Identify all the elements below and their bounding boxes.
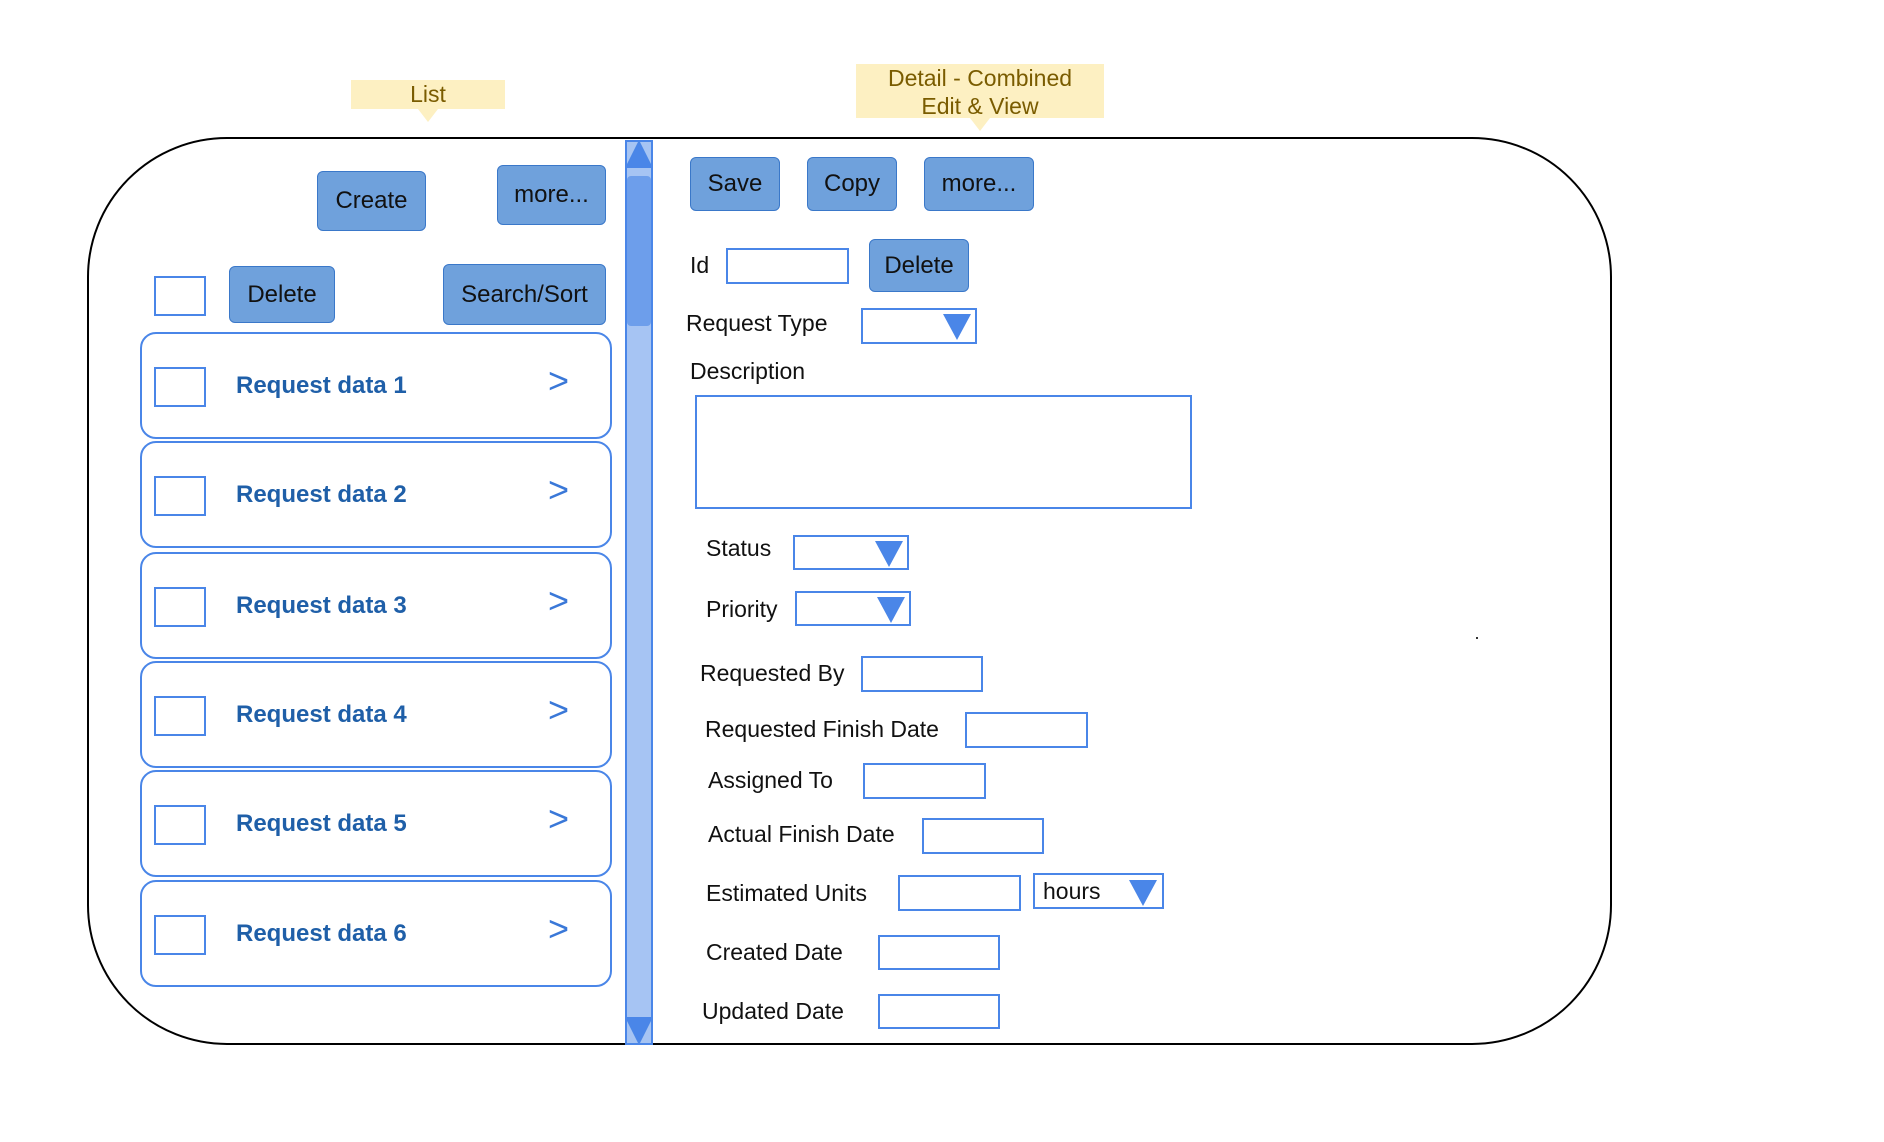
copy-button[interactable]: Copy [807, 157, 897, 211]
chevron-right-icon[interactable]: > [548, 580, 570, 621]
requested-finish-date-field[interactable] [965, 712, 1088, 748]
search-sort-button[interactable]: Search/Sort [443, 264, 606, 325]
created-date-field[interactable] [878, 935, 1000, 970]
list-item-label: Request data 3 [236, 592, 407, 619]
list-item[interactable]: Request data 6 > [140, 880, 612, 987]
requested-by-label: Requested By [700, 660, 845, 686]
list-callout-tail [418, 109, 438, 122]
list-item-checkbox[interactable] [154, 587, 206, 627]
assigned-to-label: Assigned To [708, 767, 833, 793]
updated-date-field[interactable] [878, 994, 1000, 1029]
list-item-label: Request data 5 [236, 810, 407, 837]
requested-by-field[interactable] [861, 656, 983, 692]
priority-dropdown[interactable] [795, 591, 911, 626]
id-label: Id [690, 252, 710, 278]
dropdown-arrow-icon [877, 597, 905, 623]
created-date-label: Created Date [706, 939, 843, 965]
status-dropdown[interactable] [793, 535, 909, 570]
actual-finish-date-label: Actual Finish Date [708, 821, 895, 847]
list-item-checkbox[interactable] [154, 915, 206, 955]
list-item-checkbox[interactable] [154, 476, 206, 516]
scroll-up-arrow-icon[interactable] [625, 140, 653, 168]
list-item[interactable]: Request data 2 > [140, 441, 612, 548]
status-label: Status [706, 535, 772, 561]
chevron-right-icon[interactable]: > [548, 360, 570, 401]
list-item-label: Request data 1 [236, 372, 407, 399]
list-item[interactable]: Request data 3 > [140, 552, 612, 659]
list-item[interactable]: Request data 1 > [140, 332, 612, 439]
select-all-checkbox[interactable] [154, 276, 206, 316]
list-item[interactable]: Request data 4 > [140, 661, 612, 768]
scroll-down-arrow-icon[interactable] [625, 1017, 653, 1045]
detail-more-button[interactable]: more... [924, 157, 1034, 211]
list-delete-button[interactable]: Delete [229, 266, 335, 323]
assigned-to-field[interactable] [863, 763, 986, 799]
list-item-label: Request data 2 [236, 481, 407, 508]
detail-delete-button[interactable]: Delete [869, 239, 969, 292]
list-item-checkbox[interactable] [154, 367, 206, 407]
list-item-label: Request data 4 [236, 701, 407, 728]
request-type-label: Request Type [686, 310, 828, 336]
chevron-right-icon[interactable]: > [548, 689, 570, 730]
detail-callout-line1: Detail - Combined [887, 65, 1073, 91]
estimated-units-label: Estimated Units [706, 880, 868, 906]
list-item-checkbox[interactable] [154, 696, 206, 736]
create-button[interactable]: Create [317, 171, 426, 231]
detail-callout-tail [970, 118, 990, 131]
save-button[interactable]: Save [690, 157, 780, 211]
stray-dot [1476, 637, 1478, 639]
estimated-units-field[interactable] [898, 875, 1021, 911]
description-textarea[interactable] [695, 395, 1192, 509]
list-callout: List [351, 80, 505, 122]
priority-label: Priority [706, 596, 778, 622]
actual-finish-date-field[interactable] [922, 818, 1044, 854]
chevron-right-icon[interactable]: > [548, 798, 570, 839]
requested-finish-date-label: Requested Finish Date [705, 716, 939, 742]
dropdown-arrow-icon [875, 541, 903, 567]
list-callout-text: List [410, 81, 446, 107]
list-more-button[interactable]: more... [497, 165, 606, 225]
description-label: Description [690, 358, 806, 384]
request-type-dropdown[interactable] [861, 308, 977, 344]
detail-callout: Detail - Combined Edit & View [856, 64, 1104, 131]
scrollbar-thumb[interactable] [627, 176, 651, 326]
chevron-right-icon[interactable]: > [548, 908, 570, 949]
updated-date-label: Updated Date [702, 998, 844, 1024]
device-frame [87, 137, 1612, 1045]
list-item-checkbox[interactable] [154, 805, 206, 845]
list-item-label: Request data 6 [236, 920, 407, 947]
list-item[interactable]: Request data 5 > [140, 770, 612, 877]
detail-callout-line2: Edit & View [921, 93, 1039, 119]
id-field[interactable] [726, 248, 849, 284]
unit-selected-value: hours [1043, 878, 1101, 904]
estimated-units-unit-dropdown[interactable]: hours [1033, 873, 1164, 909]
dropdown-arrow-icon [1129, 880, 1157, 906]
chevron-right-icon[interactable]: > [548, 469, 570, 510]
dropdown-arrow-icon [943, 314, 971, 340]
